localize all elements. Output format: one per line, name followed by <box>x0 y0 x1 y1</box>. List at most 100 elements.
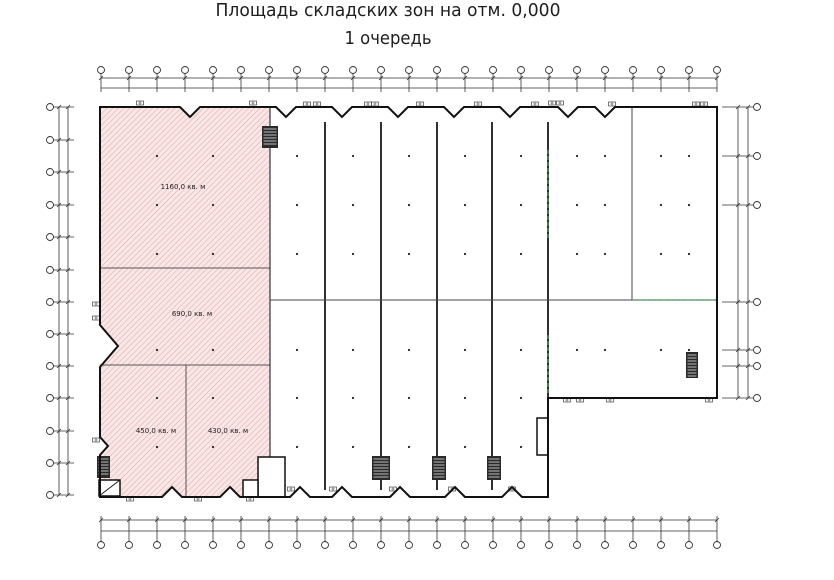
dimension-tick <box>56 169 62 175</box>
dimension-tick <box>182 517 188 523</box>
axis-bubble <box>153 66 161 74</box>
dimension-tick <box>65 428 71 434</box>
column <box>575 252 579 256</box>
dimension-tick <box>735 347 741 353</box>
door-frame <box>287 486 295 492</box>
dimension-tick <box>745 395 751 401</box>
axis-bubble <box>181 541 189 549</box>
column <box>351 348 355 352</box>
column <box>155 348 159 352</box>
axis-bubbles <box>46 66 761 549</box>
utility-room <box>536 417 549 456</box>
axis-bubble <box>545 66 553 74</box>
axis-bubble <box>237 66 245 74</box>
column <box>295 396 299 400</box>
dimension-tick <box>65 460 71 466</box>
door-icon <box>700 101 708 107</box>
dimension-tick <box>238 517 244 523</box>
dimension-tick <box>574 75 580 81</box>
axis-bubble <box>46 491 54 499</box>
door-swing <box>94 438 98 442</box>
dimension-tick <box>56 363 62 369</box>
dimension-tick <box>56 267 62 273</box>
column <box>519 348 523 352</box>
storage-zone-3 <box>100 365 186 497</box>
column <box>351 203 355 207</box>
plan-subtitle: 1 очередь <box>345 28 432 49</box>
column <box>463 396 467 400</box>
axis-bubble <box>46 362 54 370</box>
utility-room <box>242 479 259 498</box>
door-frame <box>548 100 556 106</box>
axis-bubble <box>753 362 761 370</box>
door-frame <box>249 100 257 106</box>
dimension-tick <box>65 492 71 498</box>
axis-bubble <box>125 66 133 74</box>
door-icon <box>692 101 700 107</box>
column <box>519 154 523 158</box>
column <box>463 203 467 207</box>
axis-bubble <box>489 541 497 549</box>
column <box>295 203 299 207</box>
column <box>687 203 691 207</box>
door-frame <box>329 486 337 492</box>
dimension-tick <box>406 517 412 523</box>
dimension-tick <box>65 299 71 305</box>
dimension-tick <box>65 202 71 208</box>
door-icon <box>92 315 100 321</box>
column <box>463 348 467 352</box>
dimension-tick <box>490 75 496 81</box>
door-frame <box>371 101 379 107</box>
door-frame <box>303 101 311 107</box>
axis-bubble <box>377 66 385 74</box>
door-icon <box>364 101 372 107</box>
door-swing <box>94 302 98 306</box>
dimension-tick <box>546 517 552 523</box>
dimension-tick <box>490 517 496 523</box>
axis-bubble <box>753 298 761 306</box>
dimension-tick <box>735 363 741 369</box>
door-icon <box>136 100 144 106</box>
column <box>295 252 299 256</box>
axis-bubble <box>433 66 441 74</box>
dimension-tick <box>546 75 552 81</box>
dimension-tick <box>434 75 440 81</box>
axis-bubble <box>293 541 301 549</box>
column <box>211 348 215 352</box>
door-icon <box>608 101 616 107</box>
axis-bubble <box>489 66 497 74</box>
door-icon <box>531 101 539 107</box>
dimension-tick <box>745 202 751 208</box>
axis-bubble <box>46 233 54 241</box>
stairs <box>97 126 698 480</box>
dimension-tick <box>65 137 71 143</box>
dimension-tick <box>602 517 608 523</box>
dimension-tick <box>154 517 160 523</box>
column <box>155 203 159 207</box>
column <box>155 445 159 449</box>
door-frame <box>92 301 100 307</box>
axis-bubble <box>349 541 357 549</box>
dimension-tick <box>735 395 741 401</box>
axis-bubble <box>46 136 54 144</box>
dimension-tick <box>56 299 62 305</box>
column <box>407 445 411 449</box>
dimension-tick <box>574 517 580 523</box>
axis-bubble <box>461 541 469 549</box>
dimension-tick <box>266 517 272 523</box>
door-swing <box>391 487 395 491</box>
door-swing <box>418 102 422 106</box>
column <box>659 154 663 158</box>
dimension-tick <box>65 169 71 175</box>
stair-icon <box>262 126 278 148</box>
dimension-tick <box>322 75 328 81</box>
column <box>687 348 691 352</box>
dimension-tick <box>714 75 720 81</box>
door-swing <box>305 102 309 106</box>
axis-bubble <box>405 541 413 549</box>
door-swing <box>315 102 319 106</box>
column <box>211 445 215 449</box>
dimension-tick <box>602 75 608 81</box>
zone-area-label: 430,0 кв. м <box>208 427 248 435</box>
dimension-tick <box>154 75 160 81</box>
